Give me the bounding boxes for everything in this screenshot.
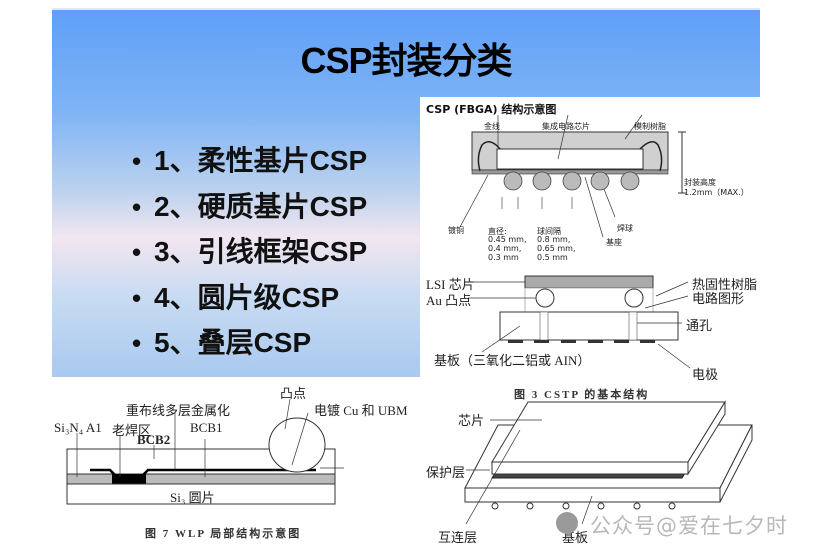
label-mold-resin: 模制树脂 <box>634 122 666 131</box>
label-circuit-pattern: 电路图形 <box>692 291 745 306</box>
label-au-bump: Au 凸点 <box>426 293 472 308</box>
cstp-caption: 图 3 CSTP 的基本结构 <box>514 389 650 401</box>
fbga-structure-figure: CSP (FBGA) 结构示意图 金线 集成电路芯片 模制树脂 封装高度 1.2… <box>420 97 760 262</box>
label-thermoset-resin: 热固性树脂 <box>692 277 758 292</box>
label-gold-wire: 金线 <box>484 122 500 131</box>
label-copper-foil: 镀铜 <box>448 226 464 235</box>
stack-diagram-graphic <box>464 400 753 525</box>
fbga-title: CSP (FBGA) 结构示意图 <box>426 103 557 116</box>
watermark: 公众号@爱在七夕时 <box>590 514 788 538</box>
label-plating: 电镀 Cu 和 UBM <box>314 403 408 418</box>
diameter-value: 0.3 mm <box>488 253 519 262</box>
label-interconnect-layer: 互连层 <box>438 530 478 545</box>
bullet-text: 1、柔性基片CSP <box>154 145 368 176</box>
label-via: 通孔 <box>686 318 713 333</box>
label-protection-layer: 保护层 <box>426 465 466 480</box>
stack-structure-figure: 芯片 保护层 互连层 基板 <box>420 400 760 548</box>
bullet-list: • 1、柔性基片CSP • 2、硬质基片CSP • 3、引线框架CSP • 4、圆片级C… <box>132 138 367 366</box>
label-si3n4-al: Si₃N₄ A1 <box>54 420 102 435</box>
label-package-height-value: 1.2mm（MAX.） <box>684 188 749 197</box>
watermark-logo-icon <box>556 512 578 534</box>
slide-top-border <box>52 8 760 10</box>
fbga-diagram-graphic <box>459 114 686 238</box>
pitch-value: 0.8 mm, <box>537 235 571 244</box>
label-old-pad: 老焊区 <box>112 423 152 438</box>
bullet-item: • 4、圆片级CSP <box>132 275 367 321</box>
bullet-icon: • <box>132 146 142 176</box>
label-substrate: 基板（三氧化二铝或 AIN） <box>434 353 591 368</box>
slide-title: CSP封装分类 <box>300 40 512 81</box>
bullet-text: 5、叠层CSP <box>154 327 312 358</box>
label-bcb2: BCB2 <box>137 432 171 447</box>
label-electrode: 电极 <box>692 367 719 382</box>
label-solder-ball: 焊球 <box>617 224 633 233</box>
bullet-icon: • <box>132 191 142 222</box>
pitch-value: 0.5 mm <box>537 253 568 262</box>
bullet-icon: • <box>132 328 142 358</box>
bullet-icon: • <box>132 237 142 267</box>
diameter-value: 0.45 mm, <box>488 235 527 244</box>
bullet-text: 4、圆片级CSP <box>154 281 340 313</box>
label-diameter: 直径: <box>488 227 507 236</box>
bullet-text: 2、硬质基片CSP <box>154 190 368 222</box>
wlp-structure-figure: 凸点 重布线多层金属化 电镀 Cu 和 UBM Si₃N₄ A1 老焊区 BCB… <box>40 377 425 557</box>
label-lsi-chip: LSI 芯片 <box>426 277 475 292</box>
bullet-item: • 1、柔性基片CSP <box>132 138 367 184</box>
bullet-icon: • <box>132 282 142 313</box>
label-substrate: 基座 <box>606 238 622 247</box>
cstp-structure-figure: LSI 芯片 Au 凸点 热固性树脂 电路图形 通孔 基板（三氧化二铝或 AIN… <box>420 262 760 401</box>
label-bcb1: BCB1 <box>190 420 223 435</box>
cstp-diagram-graphic <box>468 275 691 369</box>
wlp-caption: 图 7 WLP 局部结构示意图 <box>145 528 302 540</box>
bullet-text: 3、引线框架CSP <box>154 236 368 267</box>
bullet-item: • 3、引线框架CSP <box>132 229 367 275</box>
bullet-item: • 5、叠层CSP <box>132 320 367 366</box>
bullet-item: • 2、硬质基片CSP <box>132 184 367 230</box>
wlp-diagram-graphic <box>66 398 344 505</box>
label-bump: 凸点 <box>280 386 307 401</box>
label-package-height: 封装高度 <box>684 178 716 187</box>
label-redistribution: 重布线多层金属化 <box>126 403 231 418</box>
label-chip: 芯片 <box>458 413 485 428</box>
label-ball-pitch: 球间隔 <box>537 227 561 236</box>
label-ic-chip: 集成电路芯片 <box>542 122 590 131</box>
pitch-value: 0.65 mm, <box>537 244 576 253</box>
diameter-value: 0.4 mm, <box>488 244 522 253</box>
label-wafer: Si₃ 圆片 <box>170 490 215 505</box>
